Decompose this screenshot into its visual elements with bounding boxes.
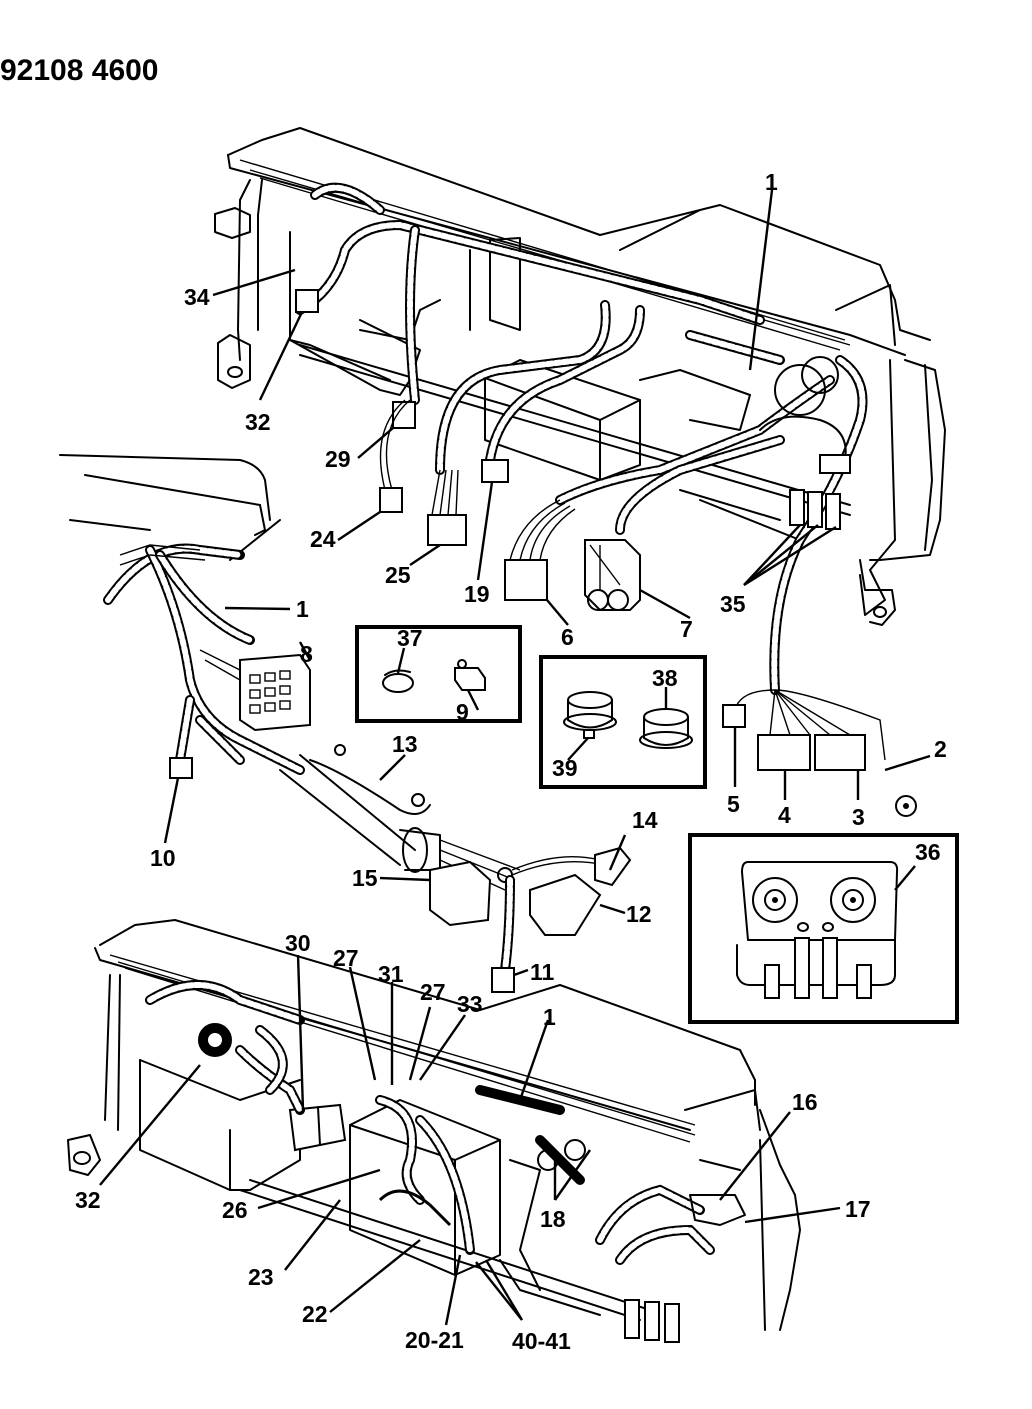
callout-32: 32 — [245, 409, 271, 435]
callout-37: 37 — [397, 625, 423, 651]
callout-3: 3 — [852, 804, 865, 830]
relay-module-parts — [736, 861, 899, 999]
figure-number: 92108 4600 — [0, 54, 159, 87]
callout-31: 31 — [378, 961, 404, 987]
callout-1: 1 — [296, 596, 309, 622]
connector-5 — [722, 704, 746, 728]
callout-16: 16 — [792, 1089, 818, 1115]
connector-11 — [491, 967, 515, 993]
middle-harness — [59, 454, 632, 993]
callout-12: 12 — [626, 901, 652, 927]
callout-10: 10 — [150, 845, 176, 871]
callout-18: 18 — [540, 1206, 566, 1232]
callout-2: 2 — [934, 736, 947, 762]
callout-19: 19 — [464, 581, 490, 607]
connector-19 — [481, 459, 509, 483]
callout-5: 5 — [727, 791, 740, 817]
callout-38: 38 — [652, 665, 678, 691]
callout-36: 36 — [915, 839, 941, 865]
leader-lines — [99, 189, 931, 1326]
connector-4 — [757, 734, 811, 771]
switch-37 — [382, 673, 414, 693]
switch-9 — [454, 667, 486, 691]
callout-6: 6 — [561, 624, 574, 650]
relay-35c — [825, 493, 841, 530]
callout-15: 15 — [352, 865, 378, 891]
flasher-inset — [539, 655, 707, 789]
connector-32-upper — [295, 289, 319, 313]
switch-inset — [355, 625, 522, 723]
relay-35b — [807, 491, 823, 528]
callout-22: 22 — [302, 1301, 328, 1327]
switch-inset-parts — [382, 659, 486, 693]
callout-29: 29 — [325, 446, 351, 472]
callout-35: 35 — [720, 591, 746, 617]
callout-17: 17 — [845, 1196, 871, 1222]
callout-13: 13 — [392, 731, 418, 757]
connector-25 — [427, 514, 467, 546]
callout-11: 11 — [530, 959, 555, 985]
callout-9: 9 — [456, 699, 469, 725]
callout-14: 14 — [632, 807, 658, 833]
upper-connectors — [295, 289, 917, 817]
callout-4: 4 — [778, 802, 791, 828]
callout-7: 7 — [680, 616, 693, 642]
connector-6 — [504, 559, 548, 601]
callout-24: 24 — [310, 526, 336, 552]
callout-1: 1 — [765, 169, 778, 195]
callout-30: 30 — [285, 930, 311, 956]
connector-15 — [429, 860, 492, 927]
connector-24 — [379, 487, 403, 513]
callout-25: 25 — [385, 562, 411, 588]
connector-3 — [814, 734, 866, 771]
relay-35a — [789, 489, 805, 526]
callout-34: 34 — [184, 284, 210, 310]
callout-40-41: 40-41 — [512, 1328, 571, 1354]
upper-harness — [295, 182, 868, 695]
callout-labels: 1 1 1 2 3 4 5 6 7 8 9 10 11 12 13 14 15 … — [75, 169, 947, 1354]
connector-29 — [392, 401, 416, 429]
callout-39: 39 — [552, 755, 578, 781]
relay-30 — [288, 1103, 347, 1152]
callout-27: 27 — [333, 945, 359, 971]
callout-23: 23 — [248, 1264, 274, 1290]
ground-eyelet-2 — [895, 795, 917, 817]
callout-32: 32 — [75, 1187, 101, 1213]
callout-1: 1 — [543, 1004, 556, 1030]
callout-20-21: 20-21 — [405, 1327, 464, 1353]
callout-8: 8 — [300, 641, 313, 667]
callout-27: 27 — [420, 979, 446, 1005]
callout-26: 26 — [222, 1197, 248, 1223]
callout-33: 33 — [457, 991, 483, 1017]
connector-12 — [529, 873, 602, 936]
connector-10 — [169, 757, 193, 779]
